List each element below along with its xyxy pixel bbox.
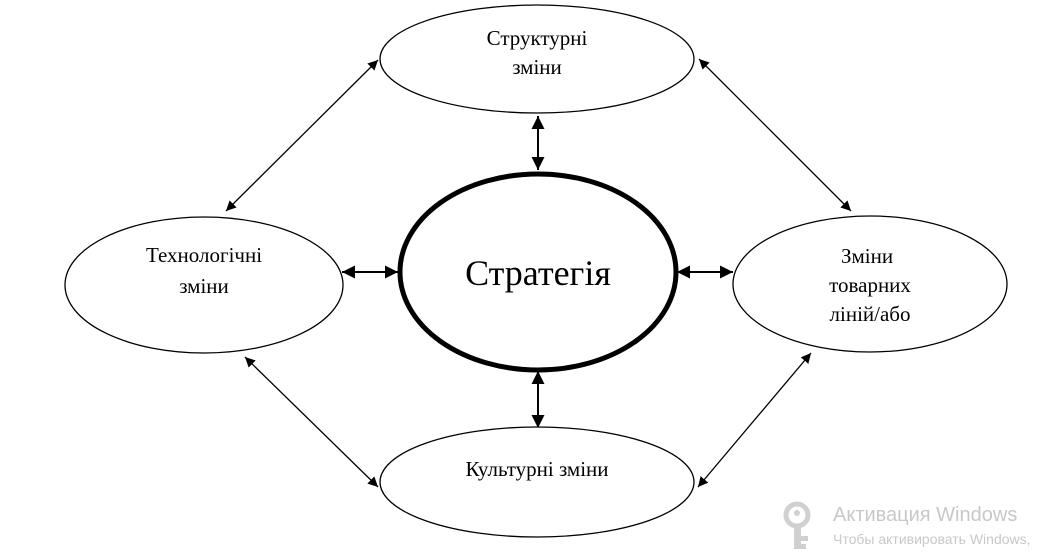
node-technological-changes: Технологічні зміни [64, 216, 344, 354]
node-left-line2: зміни [179, 274, 229, 298]
node-top-line2: зміни [512, 55, 562, 79]
node-right-line1: Зміни [841, 244, 893, 268]
node-left-line1: Технологічні [146, 243, 262, 267]
watermark-title: Активация Windows [833, 504, 1018, 526]
watermark-subtitle: Чтобы активировать Windows, [833, 531, 1031, 547]
windows-activation-watermark: Активация Windows Чтобы активировать Win… [778, 498, 1047, 554]
connector-left-bottom [244, 356, 379, 488]
node-center-label: Стратегія [465, 253, 611, 293]
node-strategy: Стратегія [397, 171, 679, 373]
connector-top-left [225, 59, 379, 212]
node-right-line2: товарних [829, 273, 911, 297]
node-product-line-changes: Зміни товарних ліній/або [732, 215, 1008, 353]
node-structural-changes: Структурні зміни [379, 4, 695, 114]
connector-top-right [698, 58, 852, 212]
key-icon [780, 500, 824, 554]
node-cultural-changes: Культурні зміни [379, 426, 695, 538]
node-top-line1: Структурні [487, 26, 588, 50]
node-bottom-line1: Культурні зміни [465, 457, 608, 481]
node-right-line3: ліній/або [830, 302, 911, 326]
connector-right-bottom [697, 352, 812, 488]
